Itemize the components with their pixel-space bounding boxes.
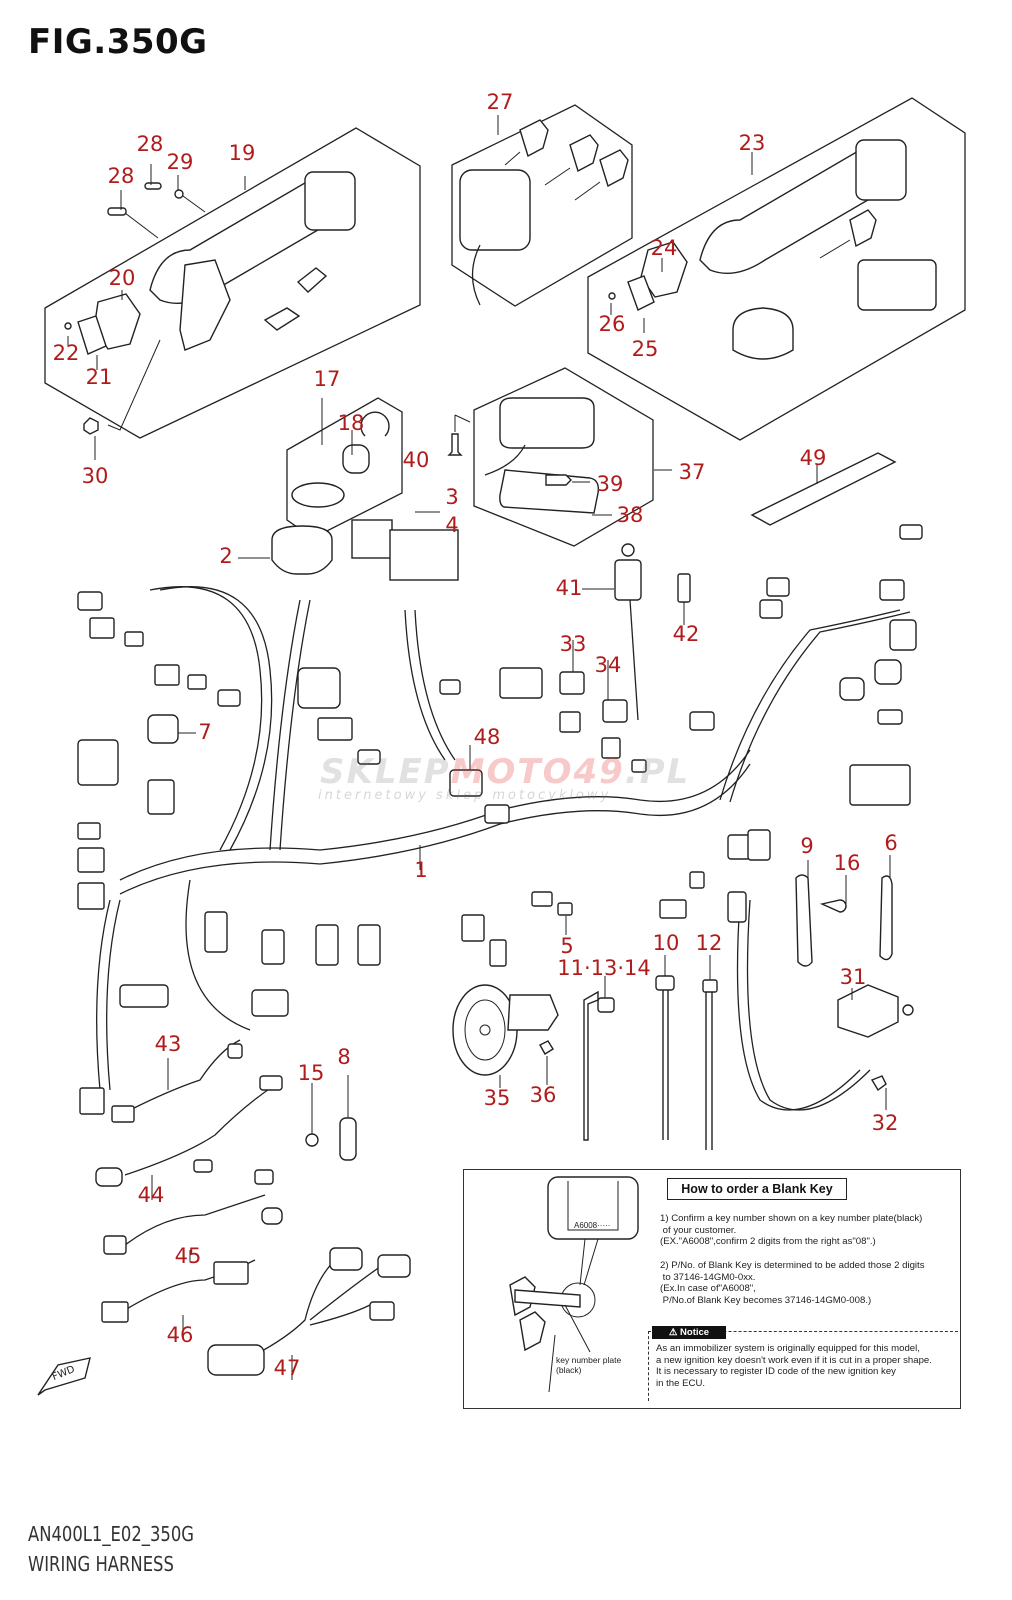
callout-28-upper[interactable]: 28 <box>136 132 164 156</box>
callout-31[interactable]: 31 <box>839 965 867 989</box>
callout-34[interactable]: 34 <box>594 653 622 677</box>
callout-19[interactable]: 19 <box>228 141 256 165</box>
blank-key-info-box <box>463 1169 961 1409</box>
callout-45[interactable]: 45 <box>174 1244 202 1268</box>
callout-42[interactable]: 42 <box>672 622 700 646</box>
callout-26[interactable]: 26 <box>598 312 626 336</box>
group-box-27 <box>451 104 633 307</box>
callout-49[interactable]: 49 <box>799 446 827 470</box>
right-small-parts <box>583 855 914 1150</box>
callout-20[interactable]: 20 <box>108 266 136 290</box>
group-box-23 <box>587 97 966 441</box>
callout-39[interactable]: 39 <box>596 472 624 496</box>
watermark: SKLEPMOTO49.PL <box>320 752 691 792</box>
callout-36[interactable]: 36 <box>529 1083 557 1107</box>
callout-7[interactable]: 7 <box>198 720 212 744</box>
callout-29[interactable]: 29 <box>166 150 194 174</box>
callout-24[interactable]: 24 <box>650 236 678 260</box>
callout-18[interactable]: 18 <box>337 411 365 435</box>
callout-8[interactable]: 8 <box>337 1045 351 1069</box>
callout-43[interactable]: 43 <box>154 1032 182 1056</box>
callout-1[interactable]: 1 <box>414 858 428 882</box>
horn-35 <box>452 984 559 1088</box>
key-plate-caption: key number plate (black) <box>556 1355 622 1375</box>
callout-11-13-14[interactable]: 11·13·14 <box>557 956 651 980</box>
section-title: WIRING HARNESS <box>28 1552 174 1576</box>
callout-23[interactable]: 23 <box>738 131 766 155</box>
callout-44[interactable]: 44 <box>137 1183 165 1207</box>
callout-5[interactable]: 5 <box>560 934 574 958</box>
group-box-37 <box>447 367 672 547</box>
callout-17[interactable]: 17 <box>313 367 341 391</box>
key-plate-sample: A6008····· <box>574 1221 611 1230</box>
callout-22[interactable]: 22 <box>52 341 80 365</box>
notice-box <box>648 1331 958 1401</box>
callout-6[interactable]: 6 <box>884 831 898 855</box>
group-box-19 <box>44 127 421 460</box>
callout-32[interactable]: 32 <box>871 1111 899 1135</box>
callout-16[interactable]: 16 <box>833 851 861 875</box>
callout-10[interactable]: 10 <box>652 931 680 955</box>
callout-27[interactable]: 27 <box>486 90 514 114</box>
figure-title: FIG.350G <box>28 22 208 62</box>
callout-48[interactable]: 48 <box>473 725 501 749</box>
callout-21[interactable]: 21 <box>85 365 113 389</box>
callout-3[interactable]: 3 <box>445 485 459 509</box>
watermark-tagline: internetowy sklep motocyklowy <box>318 788 612 803</box>
callout-37[interactable]: 37 <box>678 460 706 484</box>
callout-30[interactable]: 30 <box>81 464 109 488</box>
callout-35[interactable]: 35 <box>483 1086 511 1110</box>
callout-12[interactable]: 12 <box>695 931 723 955</box>
callout-40[interactable]: 40 <box>402 448 430 472</box>
diagram-code: AN400L1_E02_350G <box>28 1522 195 1546</box>
blank-key-title: How to order a Blank Key <box>667 1178 847 1200</box>
callout-33[interactable]: 33 <box>559 632 587 656</box>
callout-4[interactable]: 4 <box>445 513 459 537</box>
sub-harnesses <box>37 1039 411 1396</box>
fwd-arrow-shape <box>37 1357 91 1396</box>
callout-28-lower[interactable]: 28 <box>107 164 135 188</box>
callout-38[interactable]: 38 <box>616 503 644 527</box>
callout-2[interactable]: 2 <box>219 544 233 568</box>
main-harness <box>77 519 923 1115</box>
group-box-17 <box>286 397 403 539</box>
callout-46[interactable]: 46 <box>166 1323 194 1347</box>
blank-key-step-2: 2) P/No. of Blank Key is determined to b… <box>660 1260 925 1306</box>
part-49-strip <box>750 452 897 526</box>
callout-15[interactable]: 15 <box>297 1061 325 1085</box>
blank-key-step-1: 1) Confirm a key number shown on a key n… <box>660 1213 923 1248</box>
notice-label: ⚠ Notice <box>652 1326 726 1339</box>
callout-47[interactable]: 47 <box>273 1356 301 1380</box>
notice-text: As an immobilizer system is originally e… <box>656 1343 932 1389</box>
callout-9[interactable]: 9 <box>800 834 814 858</box>
callout-41[interactable]: 41 <box>555 576 583 600</box>
callout-25[interactable]: 25 <box>631 337 659 361</box>
